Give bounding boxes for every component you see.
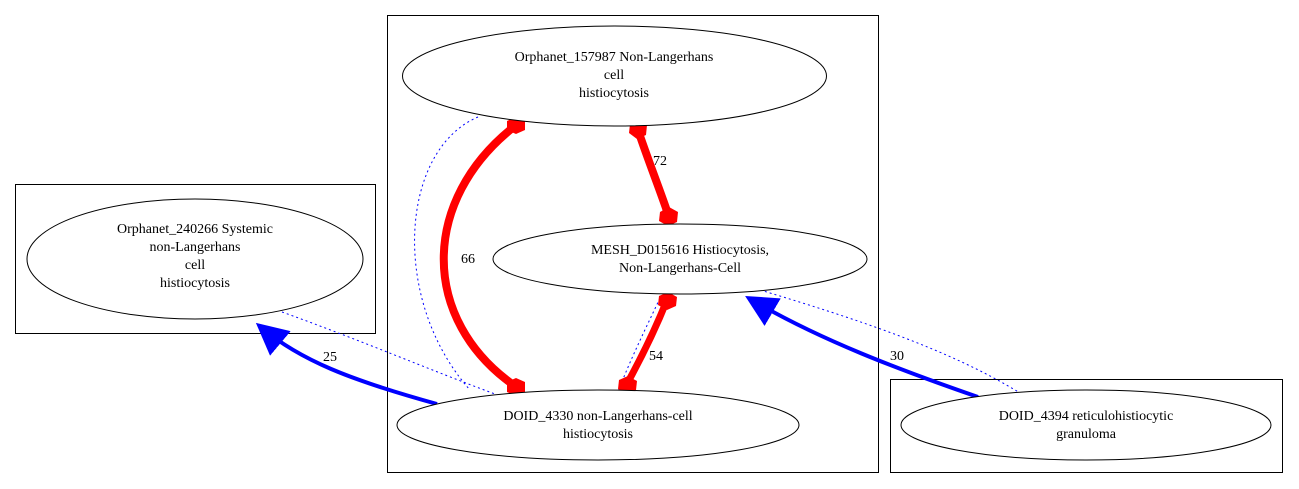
node-label-line: granuloma — [1056, 427, 1117, 442]
cluster-box-left — [15, 184, 376, 334]
node-label-line: Orphanet_240266 Systemic — [117, 222, 273, 237]
edge-mesh-4330 — [624, 296, 671, 386]
edge-label-54: 54 — [649, 349, 663, 364]
edge-4394-mesh — [745, 295, 979, 399]
cluster-box-center — [387, 15, 879, 473]
edge-end-mesh-4330-top — [658, 292, 677, 310]
node-label-line: MESH_D015616 Histiocytosis, — [591, 243, 769, 258]
node-doid-4394[interactable]: DOID_4394 reticulohistiocytic granuloma — [900, 389, 1272, 461]
edge-label-25: 25 — [323, 350, 337, 365]
node-orphanet-240266[interactable]: Orphanet_240266 Systemic non-Langerhans … — [26, 198, 364, 320]
node-label-line: cell — [604, 68, 624, 83]
node-label-line: DOID_4394 reticulohistiocytic — [999, 409, 1174, 424]
node-label-line: DOID_4330 non-Langerhans-cell — [503, 409, 692, 424]
node-orphanet-157987[interactable]: Orphanet_157987 Non-Langerhans cell hist… — [402, 25, 827, 127]
edge-label-66: 66 — [461, 252, 475, 267]
node-label-line: Orphanet_157987 Non-Langerhans — [515, 50, 714, 65]
node-label-line: cell — [185, 258, 205, 273]
edge-label-30: 30 — [890, 349, 904, 364]
node-label-line: histiocytosis — [160, 276, 230, 291]
edge-label-72: 72 — [653, 154, 667, 169]
cluster-box-right — [890, 379, 1283, 473]
edge-157987-4330 — [439, 122, 519, 390]
node-doid-4330[interactable]: DOID_4330 non-Langerhans-cell histiocyto… — [396, 389, 800, 461]
dotted-edge-240266-4330 — [281, 311, 496, 395]
dotted-edge-mesh-4330 — [617, 297, 661, 393]
node-label-line: non-Langerhans — [150, 240, 241, 255]
node-label-line: histiocytosis — [563, 427, 633, 442]
edge-end-157987-mesh-bottom — [659, 207, 678, 226]
edge-end-157987-4330-bottom — [507, 378, 525, 396]
node-mesh-d015616[interactable]: MESH_D015616 Histiocytosis, Non-Langerha… — [492, 223, 868, 295]
edge-157987-mesh — [634, 126, 672, 218]
edge-4330-240266 — [255, 322, 438, 406]
node-label-line: Non-Langerhans-Cell — [619, 261, 741, 276]
dotted-edge-mesh-4394 — [759, 289, 1021, 394]
node-label-line: histiocytosis — [579, 86, 649, 101]
edge-end-mesh-4330-bottom — [618, 376, 637, 394]
